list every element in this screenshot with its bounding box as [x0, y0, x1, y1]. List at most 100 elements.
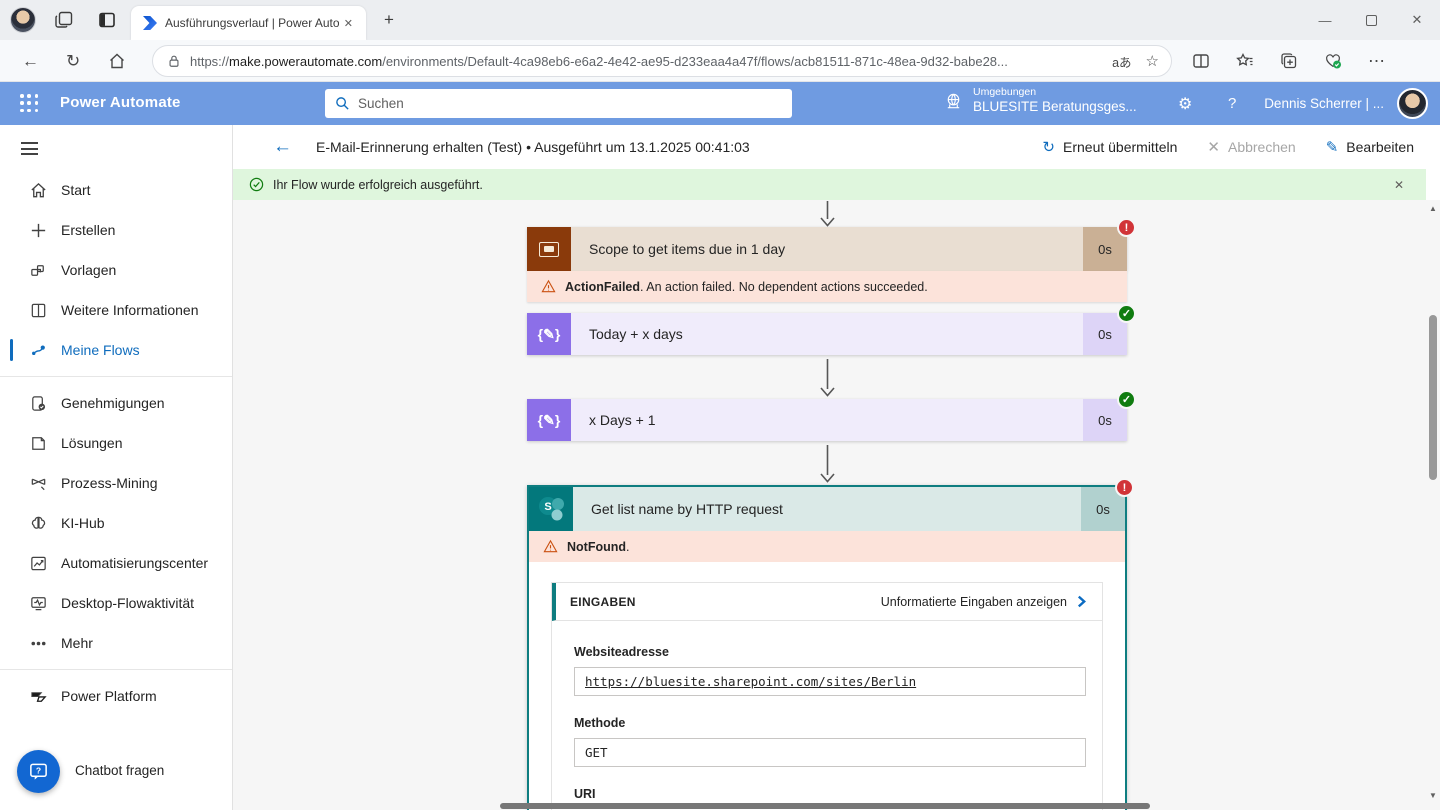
field-value-websiteadresse[interactable]: https://bluesite.sharepoint.com/sites/Be…	[574, 667, 1086, 696]
edit-button[interactable]: ✎Bearbeiten	[1325, 139, 1414, 156]
warning-icon	[543, 539, 558, 553]
run-header: ← E-Mail-Erinnerung erhalten (Test) • Au…	[233, 125, 1440, 169]
field-label-websiteadresse: Websiteadresse	[574, 645, 669, 659]
refresh-icon: ↻	[1042, 139, 1055, 156]
vertical-scrollbar[interactable]: ▲ ▼	[1426, 200, 1440, 810]
vertical-scrollbar-thumb[interactable]	[1429, 315, 1437, 480]
sidebar-item-automatisierungscenter[interactable]: Automatisierungscenter	[0, 543, 232, 583]
sidebar-item-genehmigungen[interactable]: Genehmigungen	[0, 383, 232, 423]
url-text: https://make.powerautomate.com/environme…	[190, 53, 1008, 69]
error-badge: !	[1115, 478, 1134, 497]
browser-profile-avatar[interactable]	[10, 7, 36, 33]
inputs-section: EINGABEN Unformatierte Eingaben anzeigen…	[551, 582, 1103, 810]
pencil-icon: ✎	[1325, 139, 1339, 156]
field-value-methode: GET	[574, 738, 1086, 767]
browser-essentials-icon[interactable]	[1324, 52, 1342, 70]
action-card-compose-today[interactable]: {✎} Today + x days 0s ✓	[527, 304, 1136, 355]
main-content: ← E-Mail-Erinnerung erhalten (Test) • Au…	[233, 125, 1440, 810]
inputs-header[interactable]: EINGABEN Unformatierte Eingaben anzeigen	[552, 583, 1102, 621]
search-placeholder: Suchen	[358, 96, 404, 111]
sidebar-item-erstellen[interactable]: Erstellen	[0, 210, 232, 250]
tab-title: Ausführungsverlauf | Power Autom	[165, 16, 339, 30]
hamburger-menu-icon[interactable]	[21, 142, 38, 155]
chatbot-label: Chatbot fragen	[75, 763, 165, 778]
svg-text:S: S	[544, 501, 551, 513]
new-tab-button[interactable]: +	[384, 10, 394, 29]
connector-arrow	[819, 445, 836, 483]
environment-picker[interactable]: Umgebungen BLUESITE Beratungsges...	[944, 86, 1137, 116]
browser-home-icon[interactable]	[108, 52, 126, 70]
sharepoint-card-header[interactable]: S Get list name by HTTP request 0s	[529, 487, 1125, 531]
ai-hub-icon	[31, 516, 46, 529]
action-card-compose-xdays[interactable]: {✎} x Days + 1 0s ✓	[527, 390, 1136, 441]
sidebar-item-weitere-informationen[interactable]: Weitere Informationen	[0, 290, 232, 330]
more-dots-icon	[31, 641, 46, 645]
action-card-sharepoint[interactable]: ! S Get list name by HTTP request 0s Not…	[527, 478, 1134, 810]
window-minimize-button[interactable]: —	[1318, 12, 1332, 28]
user-avatar[interactable]	[1397, 88, 1428, 119]
success-check-icon	[249, 177, 264, 192]
help-icon[interactable]: ?	[1228, 95, 1237, 112]
favorite-star-icon[interactable]: ☆	[1145, 53, 1159, 70]
tab-groups-icon[interactable]	[55, 11, 73, 29]
sharepoint-details: EINGABEN Unformatierte Eingaben anzeigen…	[529, 562, 1125, 810]
collections-icon[interactable]	[1280, 52, 1298, 70]
action-card-scope[interactable]: Scope to get items due in 1 day 0s !	[527, 218, 1136, 271]
browser-tab-strip: Ausführungsverlauf | Power Autom ✕ + — ✕	[0, 0, 1440, 40]
field-label-methode: Methode	[574, 716, 626, 730]
approvals-icon	[32, 395, 46, 411]
window-controls: — ✕	[1302, 0, 1440, 40]
browser-back-icon[interactable]: ←	[22, 51, 39, 70]
browser-more-icon[interactable]: ⋯	[1368, 51, 1385, 70]
resubmit-button[interactable]: ↻Erneut übermitteln	[1042, 139, 1178, 156]
sidebar-item-mehr[interactable]: Mehr	[0, 623, 232, 663]
chatbot-button[interactable]: ?	[17, 750, 60, 793]
search-box[interactable]: Suchen	[325, 89, 792, 118]
scope-icon	[527, 227, 571, 271]
tab-close-icon[interactable]: ✕	[343, 17, 353, 30]
error-badge: !	[1117, 218, 1136, 237]
compose-icon: {✎}	[527, 399, 571, 441]
window-close-button[interactable]: ✕	[1411, 12, 1423, 27]
scroll-down-arrow[interactable]: ▼	[1429, 791, 1437, 800]
app-title: Power Automate	[60, 94, 181, 111]
browser-refresh-icon[interactable]: ↻	[66, 51, 81, 70]
field-label-uri: URI	[574, 787, 596, 801]
sidebar-item-desktop-flowaktivitaet[interactable]: Desktop-Flowaktivität	[0, 583, 232, 623]
settings-gear-icon[interactable]: ⚙	[1178, 95, 1193, 113]
user-name[interactable]: Dennis Scherrer | ...	[1264, 96, 1384, 111]
run-title: E-Mail-Erinnerung erhalten (Test) • Ausg…	[316, 139, 750, 155]
sidebar-item-power-platform[interactable]: Power Platform	[0, 676, 232, 716]
connector-arrow	[819, 201, 836, 227]
show-raw-inputs-link[interactable]: Unformatierte Eingaben anzeigen	[881, 595, 1088, 609]
split-screen-icon[interactable]	[1192, 52, 1210, 70]
sidebar-item-start[interactable]: Start	[0, 170, 232, 210]
waffle-icon[interactable]	[20, 94, 39, 113]
sidebar-item-prozess-mining[interactable]: Prozess-Mining	[0, 463, 232, 503]
app-header: Power Automate Suchen Umgebungen BLUESIT…	[0, 82, 1440, 125]
scroll-up-arrow[interactable]: ▲	[1429, 204, 1437, 213]
action-title: x Days + 1	[571, 399, 1083, 441]
svg-text:?: ?	[36, 765, 41, 775]
templates-icon	[31, 264, 44, 276]
translate-icon[interactable]: aあ	[1112, 55, 1132, 70]
chevron-right-icon	[1077, 595, 1086, 608]
sidebar-item-ki-hub[interactable]: KI-Hub	[0, 503, 232, 543]
sidebar-item-meine-flows[interactable]: Meine Flows	[0, 330, 232, 370]
scope-error-message: ActionFailed. An action failed. No depen…	[527, 271, 1127, 302]
sidebar-item-loesungen[interactable]: Lösungen	[0, 423, 232, 463]
address-bar[interactable]: https://make.powerautomate.com/environme…	[152, 45, 1172, 77]
banner-close-icon[interactable]: ✕	[1393, 177, 1404, 192]
inputs-fields: Websiteadresse https://bluesite.sharepoi…	[552, 621, 1102, 801]
window-maximize-button[interactable]	[1348, 0, 1394, 40]
action-title: Today + x days	[571, 313, 1083, 355]
sidebar-item-vorlagen[interactable]: Vorlagen	[0, 250, 232, 290]
search-icon	[336, 97, 349, 110]
back-arrow-icon[interactable]: ←	[273, 136, 292, 157]
horizontal-scrollbar-thumb[interactable]	[500, 803, 1150, 809]
favorites-bar-icon[interactable]	[1236, 52, 1254, 70]
browser-tab-active[interactable]: Ausführungsverlauf | Power Autom ✕	[131, 6, 366, 40]
workspaces-icon[interactable]	[98, 11, 116, 29]
connector-arrow	[819, 359, 836, 397]
